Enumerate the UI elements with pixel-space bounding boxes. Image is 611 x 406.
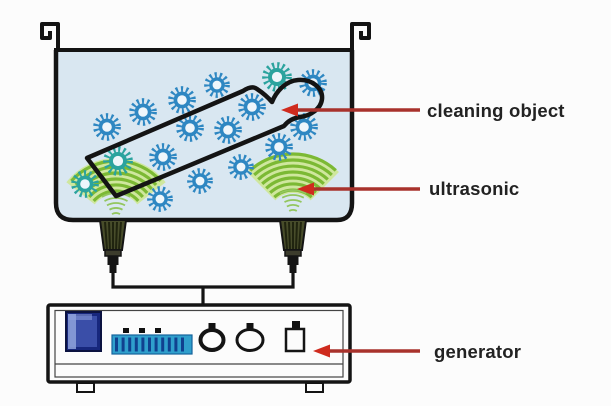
label-generator: generator xyxy=(434,341,522,362)
generator-display-highlight-top xyxy=(68,314,92,320)
white-knob-indicator xyxy=(208,323,216,329)
cavitation-bubble xyxy=(265,133,293,161)
cavitation-bubble xyxy=(204,72,230,98)
cavitation-bubble xyxy=(147,186,173,212)
label-ultrasonic: ultrasonic xyxy=(429,178,520,199)
power-switch-tab xyxy=(292,321,300,330)
cavitation-bubble xyxy=(129,98,157,126)
generator-front-panel xyxy=(54,309,344,378)
generator-arrow xyxy=(313,344,420,358)
white-knob xyxy=(198,328,226,352)
cavitation-bubble xyxy=(187,168,213,194)
power-switch xyxy=(284,327,306,353)
cavitation-bubble xyxy=(238,93,266,121)
transducers xyxy=(98,219,308,273)
generator-foot xyxy=(305,382,324,393)
tank-right-handle-icon xyxy=(350,22,371,52)
generator-display-highlight xyxy=(68,314,76,349)
label-cleaning-object: cleaning object xyxy=(427,100,565,121)
green-knob xyxy=(235,328,265,352)
keypad-base xyxy=(111,334,193,355)
generator-chassis xyxy=(46,303,352,384)
cavitation-bubble xyxy=(103,146,133,176)
tank-walls xyxy=(53,50,355,223)
cavitation-bubble xyxy=(176,114,204,142)
transducer xyxy=(278,219,308,273)
cleaning-object-arrow xyxy=(281,103,420,117)
cavitation-bubble xyxy=(214,116,242,144)
transducer xyxy=(98,219,128,273)
keypad-mark xyxy=(123,328,129,333)
cleaning-object-outline xyxy=(84,77,325,199)
cavitation-bubble xyxy=(228,154,254,180)
callout-arrows xyxy=(281,103,420,358)
keypad-mark xyxy=(139,328,145,333)
ultrasonic-arrow xyxy=(297,182,420,196)
generator-keypad xyxy=(111,328,193,355)
generator-foot xyxy=(76,382,95,393)
cavitation-bubble xyxy=(262,62,292,92)
keypad-fins xyxy=(115,337,184,352)
generator-box xyxy=(46,303,352,393)
tank-left-handle-icon xyxy=(40,22,60,52)
cavitation-bubble xyxy=(149,143,177,171)
green-knob-indicator xyxy=(246,323,254,329)
cavitation-bubble xyxy=(168,86,196,114)
keypad-mark xyxy=(155,328,161,333)
connection-wires xyxy=(111,272,295,306)
